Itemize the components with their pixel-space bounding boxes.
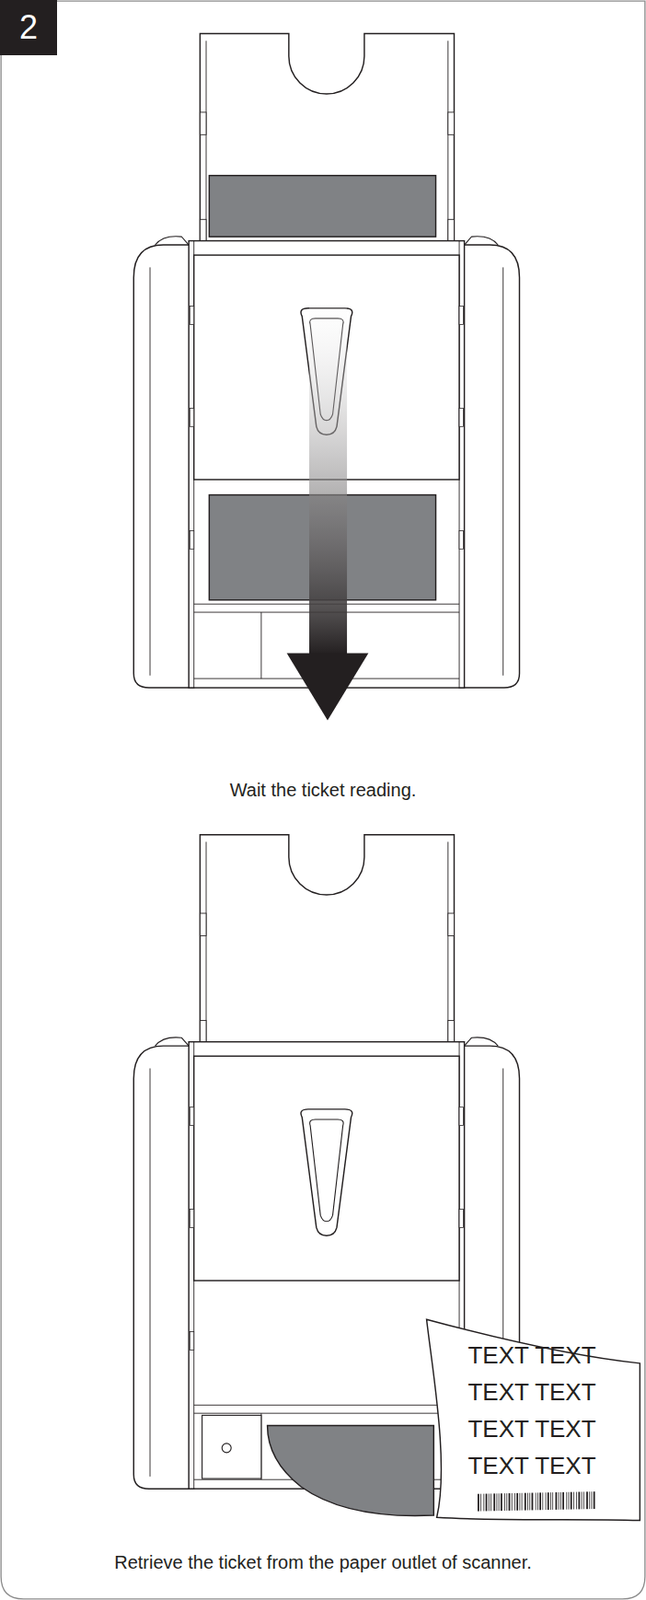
- tray-tab: [199, 112, 207, 135]
- barcode-bar: [524, 1492, 527, 1511]
- step-label: 2: [0, 0, 58, 56]
- side-wing: [133, 1045, 194, 1489]
- barcode-bar: [593, 1490, 596, 1509]
- tray-tab: [199, 1019, 207, 1042]
- ticket-line: TEXT TEXT: [439, 1372, 624, 1410]
- tray-tab: [448, 219, 455, 242]
- barcode-bar: [500, 1492, 503, 1511]
- barcode-bar: [559, 1491, 562, 1510]
- rail-notch: [189, 1330, 194, 1350]
- barcode-bar: [544, 1491, 547, 1510]
- rail-notch: [189, 530, 194, 549]
- side-wing: [459, 244, 520, 688]
- barcode-bar: [552, 1491, 554, 1510]
- ticket-line: TEXT TEXT: [439, 1336, 624, 1373]
- barcode-bar: [565, 1491, 568, 1510]
- step-number: 2: [0, 0, 58, 56]
- barcode-bar: [576, 1491, 578, 1510]
- rail-notch: [459, 407, 463, 427]
- barcode-bar: [550, 1491, 553, 1510]
- ticket-text: TEXT TEXTTEXT TEXTTEXT TEXTTEXT TEXT: [439, 1336, 624, 1486]
- tray-tab: [199, 219, 207, 242]
- barcode-bar: [516, 1492, 519, 1511]
- scanner-cover: [194, 1055, 460, 1281]
- barcode-bar: [588, 1490, 591, 1509]
- barcode-bar: [562, 1491, 565, 1510]
- barcode-bar: [513, 1492, 516, 1511]
- barcode-bar: [508, 1492, 511, 1511]
- barcode-bar: [483, 1493, 485, 1512]
- barcode-bar: [582, 1490, 585, 1509]
- tray-tab: [448, 912, 455, 935]
- barcode-bar: [534, 1491, 537, 1510]
- rail-notch: [189, 1208, 194, 1227]
- barcode-bar: [529, 1492, 531, 1511]
- body-rail: [194, 1041, 460, 1489]
- barcode-bar: [590, 1490, 593, 1509]
- barcode-bar: [496, 1492, 498, 1511]
- rail-notch: [459, 1107, 463, 1126]
- rail-notch: [189, 1107, 194, 1126]
- rail-notch: [459, 530, 463, 549]
- barcode-bar: [520, 1492, 523, 1511]
- feed-arrowhead: [287, 652, 370, 720]
- barcode-bar: [477, 1493, 480, 1512]
- barcode-bar: [557, 1491, 560, 1510]
- barcode-bar: [555, 1491, 558, 1510]
- barcode-bar: [531, 1492, 534, 1511]
- outlet-panel: [202, 1414, 262, 1478]
- barcode-bar: [527, 1492, 530, 1511]
- barcode-bar: [577, 1491, 580, 1510]
- barcode-bar: [506, 1492, 508, 1511]
- ticket-line: TEXT TEXT: [439, 1446, 624, 1484]
- barcode-bar: [539, 1491, 542, 1510]
- barcode-bar: [487, 1492, 490, 1511]
- barcode-bar: [497, 1492, 500, 1511]
- tray-tab: [448, 112, 455, 135]
- handle-grip: [310, 1118, 344, 1222]
- rail-notch: [189, 306, 194, 325]
- barcode-bar: [485, 1493, 488, 1512]
- step-caption: Retrieve the ticket from the paper outle…: [0, 1551, 646, 1573]
- barcode-bar: [547, 1491, 550, 1510]
- rail-notch: [459, 306, 463, 325]
- feed-arrow: [309, 301, 347, 656]
- barcode-bar: [504, 1492, 507, 1511]
- scanner-body: [188, 1041, 464, 1489]
- body-rail: [194, 241, 460, 688]
- indicator-led: [221, 1442, 231, 1453]
- barcode-bar: [493, 1492, 496, 1511]
- barcode-bar: [580, 1490, 583, 1509]
- barcode-bar: [519, 1492, 521, 1511]
- rail-notch: [459, 1208, 463, 1227]
- step-caption: Wait the ticket reading.: [0, 779, 646, 801]
- barcode-bar: [480, 1493, 483, 1512]
- barcode-bar: [567, 1491, 570, 1510]
- paper-stack: [208, 175, 436, 238]
- cover-handle: [300, 1108, 353, 1235]
- barcode-bar: [570, 1491, 573, 1510]
- ticket-line: TEXT TEXT: [439, 1409, 624, 1447]
- scanner: [133, 834, 640, 1521]
- side-wing: [133, 244, 194, 688]
- ticket-curl: [267, 1424, 435, 1515]
- barcode-bar: [536, 1491, 539, 1510]
- ticket: [426, 1318, 641, 1520]
- barcode-bar: [542, 1491, 544, 1510]
- tray-tab: [199, 912, 207, 935]
- barcode-bar: [586, 1490, 589, 1509]
- rail-notch: [189, 407, 194, 427]
- barcode-bar: [490, 1492, 493, 1511]
- barcode-bar: [572, 1491, 575, 1510]
- barcode-bar: [510, 1492, 513, 1511]
- scanner-body: [188, 241, 464, 688]
- scanner: [133, 34, 520, 688]
- tray-tab: [448, 1019, 455, 1042]
